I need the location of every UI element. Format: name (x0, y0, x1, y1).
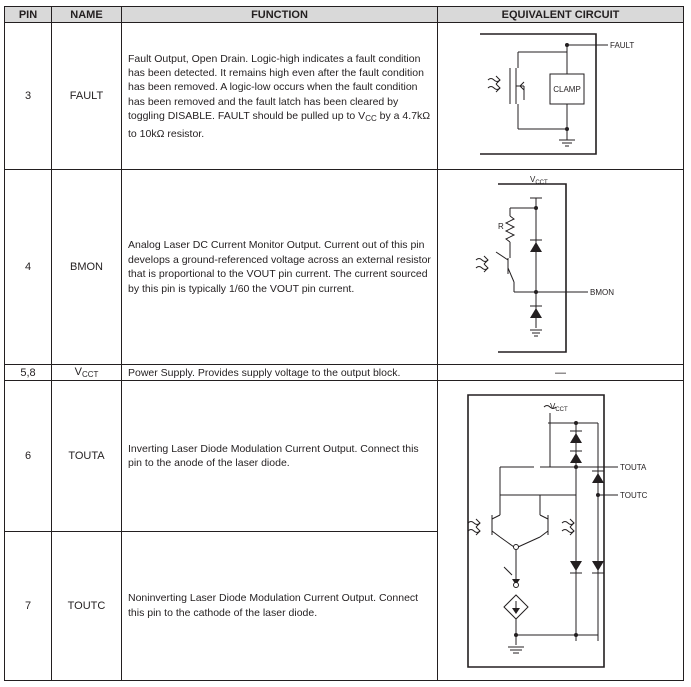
equivalent-circuit-none: — (437, 364, 684, 382)
table-row-fault: 3 FAULT Fault Output, Open Drain. Logic-… (4, 22, 684, 171)
label-touta: TOUTA (620, 463, 647, 472)
pin-function: Power Supply. Provides supply voltage to… (121, 364, 438, 382)
pin-name: BMON (51, 169, 122, 366)
label-r: R (498, 222, 504, 231)
label-clamp: CLAMP (553, 85, 581, 94)
pin-function: Noninverting Laser Diode Modulation Curr… (121, 530, 438, 682)
header-row: PIN NAME FUNCTION EQUIVALENT CIRCUIT (4, 5, 684, 24)
label-toutc: TOUTC (620, 491, 648, 500)
pin-name: FAULT (51, 22, 122, 171)
equivalent-circuit-touta-toutc: VCCT TOUTA TOUTC (437, 380, 684, 681)
header-pin: PIN (4, 5, 52, 24)
table-row-bmon: 4 BMON Analog Laser DC Current Monitor O… (4, 169, 684, 366)
pin-function: Fault Output, Open Drain. Logic-high ind… (121, 22, 438, 171)
table-row-toutc: 7 TOUTC Noninverting Laser Diode Modulat… (4, 530, 684, 682)
equivalent-circuit-bmon: VCCT R BMON (437, 169, 684, 366)
label-bmon: BMON (590, 288, 614, 297)
pin-number: 5,8 (4, 364, 52, 382)
label-vcct: VCCT (530, 175, 548, 186)
pin-number: 4 (4, 169, 52, 366)
pin-number: 3 (4, 22, 52, 171)
table-row-vcct: 5,8 VCCT Power Supply. Provides supply v… (4, 364, 684, 382)
pin-description-table: PIN NAME FUNCTION EQUIVALENT CIRCUIT 3 F… (4, 5, 684, 682)
header-function: FUNCTION (121, 5, 438, 24)
header-circuit: EQUIVALENT CIRCUIT (437, 5, 684, 24)
pin-function: Inverting Laser Diode Modulation Current… (121, 380, 438, 532)
header-name: NAME (51, 5, 122, 24)
table-row-touta: 6 TOUTA Inverting Laser Diode Modulation… (4, 380, 684, 681)
label-fault: FAULT (610, 41, 634, 50)
pin-name: TOUTA (51, 380, 122, 532)
pin-number: 6 (4, 380, 52, 532)
pin-name: TOUTC (51, 530, 122, 682)
equivalent-circuit-fault: FAULT CLAMP (437, 22, 684, 171)
pin-name: VCCT (51, 364, 122, 382)
pin-number: 7 (4, 530, 52, 682)
pin-function: Analog Laser DC Current Monitor Output. … (121, 169, 438, 366)
label-vcct: VCCT (550, 402, 568, 413)
